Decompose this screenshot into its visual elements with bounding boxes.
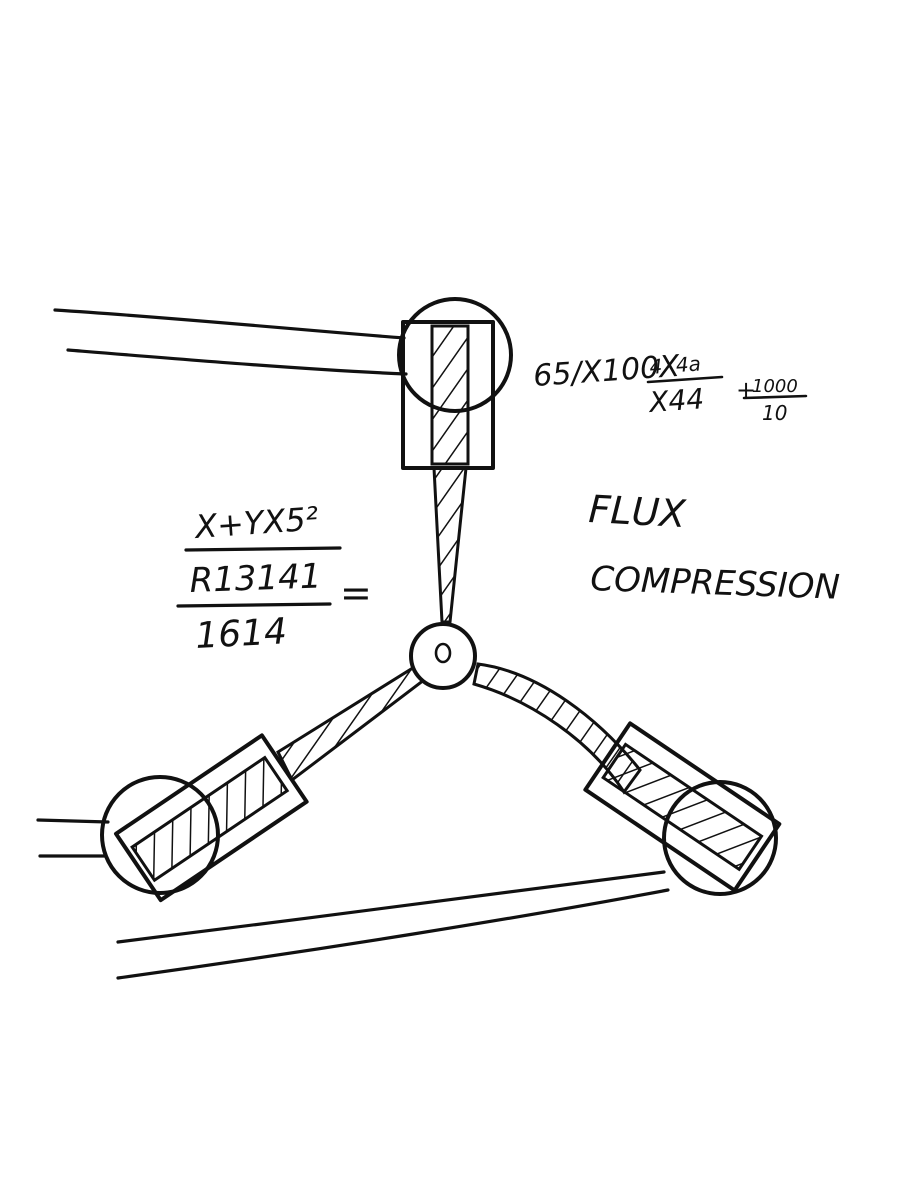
title: FLUX COMPRESSION (588, 487, 841, 608)
wire-bottom-1 (116, 870, 666, 944)
equation-left: X+YX5² R13141 1614 = (176, 499, 372, 657)
equation-right-fraction2-bar (742, 394, 808, 400)
left-electrode (100, 663, 426, 903)
title-line-2: COMPRESSION (590, 559, 841, 608)
left-electrode-ring (100, 775, 220, 895)
center-hub (409, 622, 477, 690)
top-electrode-core (430, 324, 470, 466)
left-electrode-arm (276, 663, 426, 783)
equation-right-fraction1-bottom: X44 (646, 382, 705, 419)
equation-right-fraction1-bar (646, 375, 724, 384)
wire-top-2 (66, 348, 408, 376)
wire-bottom-2 (116, 888, 670, 980)
top-electrode-arm (432, 466, 468, 624)
equation-right: 65/X100X 4X4a X44 + 1000 10 (532, 349, 808, 425)
wire-top-1 (53, 308, 406, 340)
equation-left-equals: = (340, 571, 372, 615)
right-electrode-sleeve (583, 721, 782, 893)
left-electrode-core (130, 755, 290, 883)
hub-inner (434, 642, 452, 664)
wire-left-1 (36, 818, 110, 824)
right-electrode-core (601, 742, 764, 872)
equation-left-bar-1 (184, 546, 342, 552)
equation-right-fraction1-top: 4X4a (649, 351, 702, 379)
hub-outer (409, 622, 477, 690)
title-line-1: FLUX (588, 487, 688, 536)
equation-left-denominator: 1614 (194, 611, 288, 657)
equation-right-fraction2-top: 1000 (752, 376, 798, 397)
equation-left-bar-2 (176, 602, 332, 608)
equation-right-fraction2-bottom: 10 (762, 401, 787, 425)
equation-left-numerator: X+YX5² (192, 499, 320, 546)
right-electrode-ring (662, 780, 778, 896)
top-electrode (397, 297, 513, 624)
equation-left-middle: R13141 (189, 556, 322, 601)
right-electrode (472, 662, 782, 896)
wires (36, 308, 670, 980)
